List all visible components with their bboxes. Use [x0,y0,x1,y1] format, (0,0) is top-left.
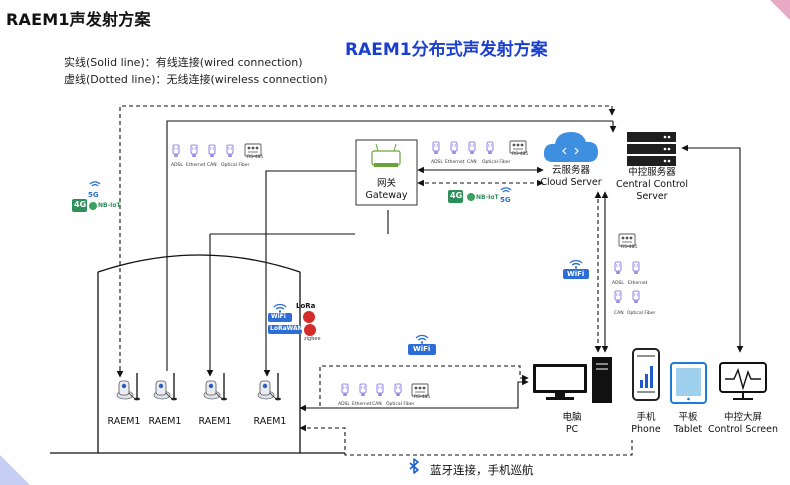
label-rs485-left: RS-485 [247,155,264,160]
phone-label: 手机 Phone [624,412,668,436]
sensor-devices [116,372,282,402]
cloud-server-label: 云服务器 Cloud Server [535,165,607,189]
label-wifi-tank: WiFi [271,313,286,320]
page-title: RAEM1声发射方案 [6,10,151,29]
sensor-label-3: RAEM1 [198,416,232,427]
svg-text:Optical Fiber: Optical Fiber [386,401,414,407]
label-lora: LoRa [296,302,316,310]
label-nbiot-gateway: NB-IoT [476,194,499,201]
svg-text:CAN: CAN [207,162,217,168]
central-server-label-cn: 中控服务器 [628,167,676,178]
gateway-label-en: Gateway [365,190,408,201]
label-wifi-pc: WiFi [413,345,431,353]
gateway-label: 网关 Gateway [356,178,417,202]
svg-text:ADSL: ADSL [338,401,350,407]
label-rs485-gateway: RS-485 [512,152,529,157]
sensor-label-1: RAEM1 [107,416,141,427]
svg-text:Optical Fiber: Optical Fiber [482,159,510,165]
svg-text:Optical Fiber: Optical Fiber [221,162,249,168]
phone-label-cn: 手机 [636,412,656,423]
pc-icon [533,357,612,403]
tablet-label: 平板 Tablet [666,412,710,436]
wired-connections [166,120,744,412]
pc-label-en: PC [565,424,579,435]
label-5g-gateway: 5G [500,196,511,204]
label-nbiot-left: NB-IoT [98,202,121,209]
svg-text:Ethernet: Ethernet [186,162,206,168]
tablet-label-cn: 平板 [678,412,698,423]
gateway-device [355,139,418,206]
label-lorawan: LoRaWAN [270,325,303,332]
svg-text:ADSL: ADSL [431,159,443,165]
sensor-label-2: RAEM1 [148,416,182,427]
label-wifi-right: WiFi [567,270,585,278]
svg-text:Ethernet: Ethernet [445,159,465,165]
bluetooth-icon [409,458,419,474]
control-screen-label-en: Control Screen [707,424,779,435]
svg-text:CAN: CAN [372,401,382,407]
label-4g-left: 4G [74,200,87,209]
pc-label: 电脑 PC [550,412,594,436]
cloud-server-label-cn: 云服务器 [551,165,590,176]
svg-text:Ethernet: Ethernet [352,401,372,407]
central-server-label: 中控服务器 Central Control Server [600,167,704,203]
legend-dotted-line: 虚线(Dotted line)：无线连接(wireless connection… [64,73,328,86]
wifi-badges [268,259,589,355]
central-server-label-en: Central Control Server [616,179,688,202]
control-screen-icon [719,362,767,400]
bluetooth-caption: 蓝牙连接，手机巡航 [430,463,534,477]
phone-icon [632,348,660,401]
svg-text:ADSL: ADSL [171,162,183,168]
svg-text:CAN: CAN [467,159,477,165]
legend-solid-line: 实线(Solid line)：有线连接(wired connection) [64,56,303,69]
pc-label-cn: 电脑 [562,412,582,423]
corner-decoration-bottom [0,455,30,485]
svg-text:Optical Fiber: Optical Fiber [627,310,655,316]
svg-text:Ethernet: Ethernet [628,280,648,286]
label-zigbee: zigbee [304,336,321,342]
tablet-label-en: Tablet [673,424,703,435]
wireless-connections [116,105,633,456]
label-4g-gateway: 4G [450,191,463,200]
label-rs485-vertical: RS-485 [621,245,638,250]
corner-decoration-top [770,0,790,20]
tank-outline [50,254,345,454]
control-screen-label: 中控大屏 Control Screen [706,412,780,436]
svg-text:CAN: CAN [614,310,624,316]
diagram-title: RAEM1分布式声发射方案 [345,40,548,60]
server-rack-icon [627,132,676,166]
wireless-protocol-badges [72,181,512,336]
cloud-icon [543,132,598,162]
label-rs485-pc: RS-485 [414,395,431,400]
svg-text:ADSL: ADSL [612,280,624,286]
tablet-icon [670,362,707,404]
cloud-server-label-en: Cloud Server [540,177,602,188]
phone-label-en: Phone [631,424,661,435]
sensor-label-4: RAEM1 [253,416,287,427]
gateway-label-cn: 网关 [376,178,396,189]
control-screen-label-cn: 中控大屏 [723,412,762,423]
label-5g-left: 5G [88,191,99,199]
